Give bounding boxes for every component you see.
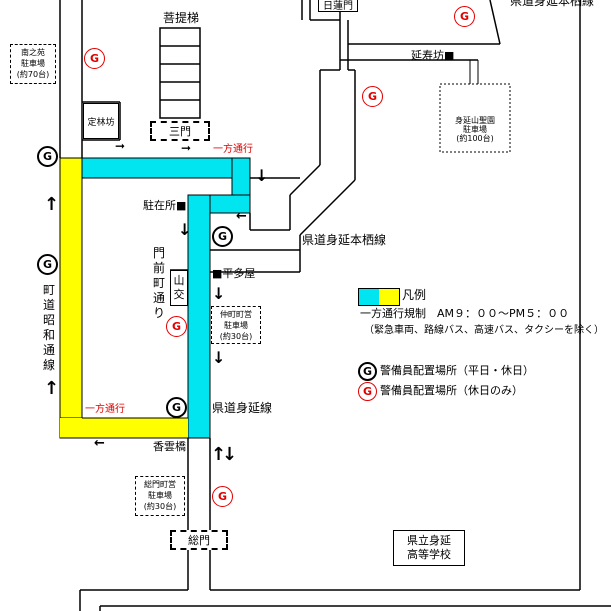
legend-guard-holiday-icon: G: [358, 382, 377, 401]
legend-exception: （緊急車両、路線バス、高速バス、タクシーを除く）: [364, 325, 604, 336]
yamako-text: 山交: [173, 274, 185, 301]
teirinbo-label: 定林坊: [83, 103, 119, 139]
kendo-top-label: 県道身延本栖線: [510, 0, 595, 8]
arrow-up-icon: ↑: [44, 378, 60, 399]
guard-all-marker: G: [212, 226, 233, 247]
guard-holiday-marker: G: [212, 486, 233, 507]
minobusan-parking-box: [439, 83, 511, 153]
yamako-label: 山交: [170, 270, 188, 306]
road-lines: [59, 0, 611, 611]
legend-swatch: [358, 288, 400, 306]
guard-holiday-marker: G: [166, 316, 187, 337]
school-label: 県立身延 高等学校: [393, 530, 465, 566]
arrow-down-icon: ↓: [178, 220, 192, 239]
legend-swatch-yellow: [379, 289, 399, 305]
arrow-down-icon: ↓: [212, 348, 226, 367]
legend-title: 凡例: [402, 288, 427, 302]
arrow-up-icon: ↑: [44, 194, 60, 215]
one-way-label-top: 一方通行: [213, 144, 253, 155]
one-way-label-bottom: 一方通行: [85, 404, 125, 415]
soumonmachi-parking: 総門町営 駐車場 (約30台): [135, 476, 185, 516]
arrow-right-icon: ➞: [181, 141, 192, 155]
guard-all-marker: G: [37, 254, 58, 275]
arrow-down-icon: ↓: [212, 284, 226, 303]
arrow-left-icon: ←: [94, 436, 105, 451]
one-way-road-yellow: [59, 157, 83, 439]
arrow-left-icon: ←: [236, 209, 247, 224]
soumon-label: 総門: [170, 530, 228, 550]
kouunbashi-label: 香雲橋: [153, 440, 186, 453]
bodai-label: 菩提梯: [163, 11, 200, 25]
legend-guard-all: 警備員配置場所（平日・休日）: [380, 364, 534, 377]
legend: 凡例 一方通行規制 AM９：００〜PM５：００ （緊急車両、路線バス、高速バス、…: [358, 286, 611, 401]
monzen-label: 門前町通り: [152, 246, 165, 320]
arrow-down-icon: ↓: [222, 444, 238, 465]
guard-all-marker: G: [37, 146, 58, 167]
arrow-down-icon: ↓: [255, 166, 269, 185]
guard-holiday-marker: G: [454, 6, 475, 27]
guard-holiday-marker: G: [84, 48, 105, 69]
minanoen-parking: 南之苑 駐車場 (約70台): [10, 44, 56, 84]
guard-holiday-marker: G: [362, 86, 383, 107]
arrow-up-icon: ↑: [211, 444, 227, 465]
sanmon-label: 三門: [150, 121, 210, 141]
legend-guard-all-icon: G: [358, 362, 377, 381]
minobusan-parking: 身延山聖園 駐車場 (約100台): [455, 116, 495, 144]
legend-guard-holiday: 警備員配置場所（休日のみ）: [380, 384, 523, 397]
machimichi-label: 町道昭和通線: [42, 283, 55, 372]
kendo-minobu-motosu-label: 県道身延本栖線: [302, 233, 387, 247]
legend-rule: 一方通行規制 AM９：００〜PM５：００: [360, 307, 570, 320]
kendo-minobu-label: 県道身延線: [212, 401, 273, 415]
legend-swatch-cyan: [359, 289, 379, 305]
hiraishimon-label: 日蓮門: [318, 0, 358, 12]
guard-all-marker: G: [166, 397, 187, 418]
nakamachi-parking: 仲町町営 駐車場 (約30台): [211, 306, 261, 344]
hiratayaa-label: ■平多屋: [212, 267, 256, 280]
chuzaisho-label: 駐在所■: [143, 199, 187, 212]
enjubo-label: 延寿坊■: [411, 49, 455, 62]
one-way-road-cyan-top: [81, 157, 251, 179]
arrow-right-icon: ➞: [115, 139, 126, 153]
